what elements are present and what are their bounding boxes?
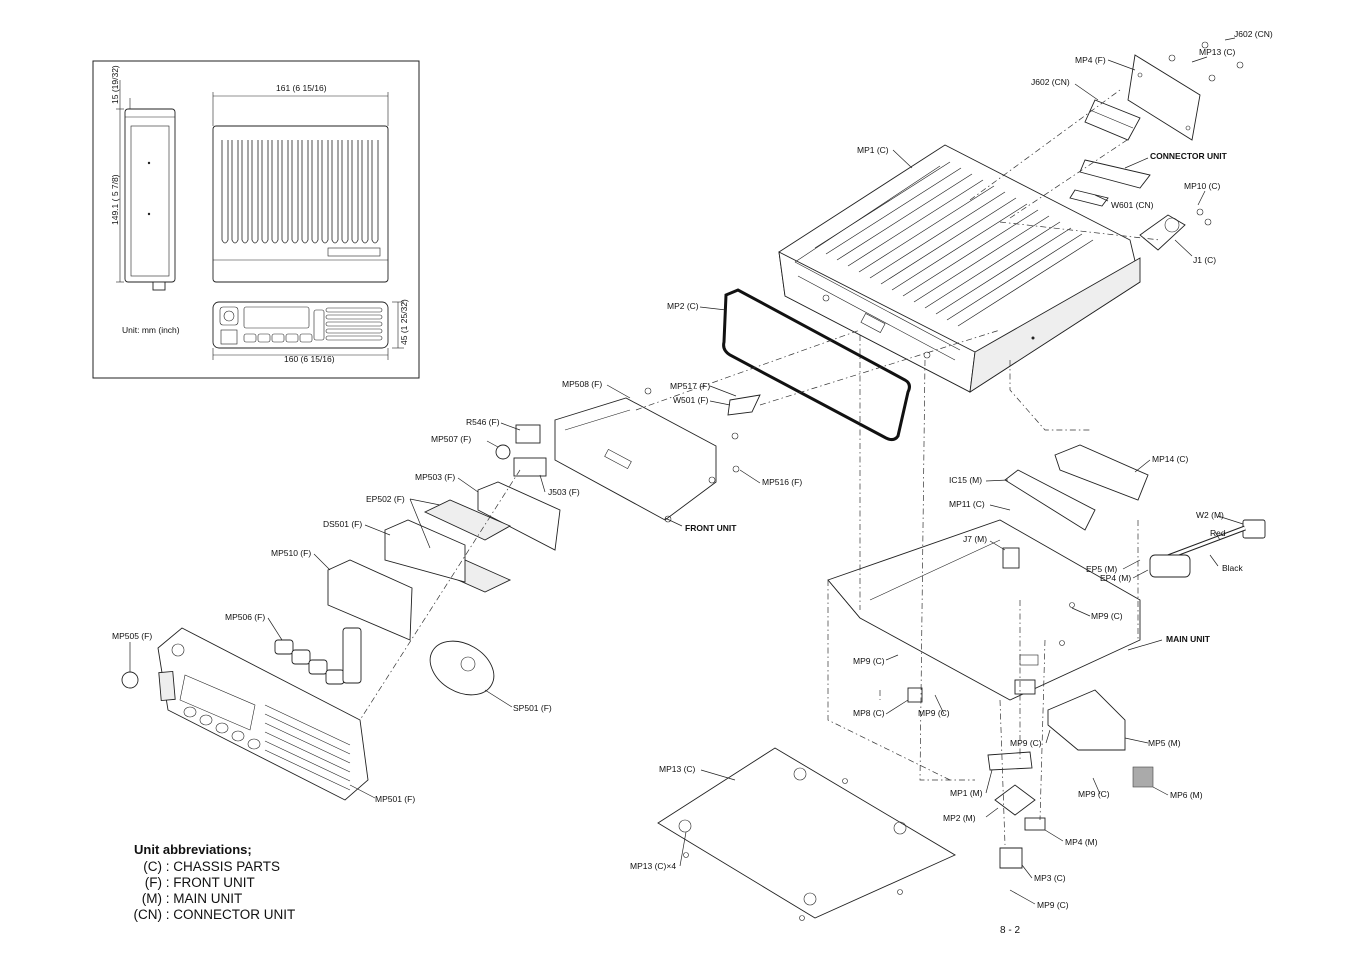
label-mp9-c-lower: MP9 (C) xyxy=(1078,789,1110,799)
label-mp9-c-left: MP9 (C) xyxy=(853,656,885,666)
mp6-pad xyxy=(1132,766,1154,788)
page-number: 8 - 2 xyxy=(1000,925,1021,936)
label-ep5-m: EP5 (M) xyxy=(1086,564,1117,574)
label-mp9-c-bottom: MP9 (C) xyxy=(1037,900,1069,910)
unit-note: Unit: mm (inch) xyxy=(122,325,180,335)
mp5-shield xyxy=(1047,689,1126,751)
mp13-bottom-cover xyxy=(657,747,956,921)
label-connector-unit: CONNECTOR UNIT xyxy=(1150,151,1228,161)
main-unit xyxy=(827,519,1141,701)
mp503-holder xyxy=(477,481,561,551)
label-mp9-c-mid: MP9 (C) xyxy=(918,708,950,718)
legend-item: (M) : MAIN UNIT xyxy=(141,891,243,906)
label-mp9-c-center: MP9 (C) xyxy=(1010,738,1042,748)
label-ep4-m: EP4 (M) xyxy=(1100,573,1131,583)
chassis-mp1 xyxy=(778,144,1141,393)
label-w501-f: W501 (F) xyxy=(673,395,709,405)
assembly-lines xyxy=(359,329,1139,846)
dimension-inset xyxy=(92,60,420,379)
label-mp508-f: MP508 (F) xyxy=(562,379,602,389)
dim-side-height: 149.1 ( 5 7/8) xyxy=(110,174,120,225)
label-mp505-f: MP505 (F) xyxy=(112,631,152,641)
label-mp13-c-x4: MP13 (C)×4 xyxy=(630,861,676,871)
label-main-unit: MAIN UNIT xyxy=(1166,634,1211,644)
mp3-c-bracket xyxy=(999,847,1023,869)
label-mp1-c: MP1 (C) xyxy=(857,145,889,155)
label-mp506-f: MP506 (F) xyxy=(225,612,265,622)
dim-side-top: 15 (19/32) xyxy=(110,65,120,104)
mp2-m-sheet xyxy=(994,784,1036,816)
ic15-heat-sink xyxy=(1004,469,1096,531)
label-j7-m: J7 (M) xyxy=(963,534,987,544)
label-front-unit: FRONT UNIT xyxy=(685,523,737,533)
label-j602-cn-top: J602 (CN) xyxy=(1234,29,1273,39)
label-w601-cn: W601 (CN) xyxy=(1111,200,1154,210)
label-mp501-f: MP501 (F) xyxy=(375,794,415,804)
label-j1-c: J1 (C) xyxy=(1193,255,1216,265)
mp4-m-block xyxy=(1024,817,1046,831)
label-mp9-c-right: MP9 (C) xyxy=(1091,611,1123,621)
mp14-bracket xyxy=(1054,444,1149,501)
label-j602-cn: J602 (CN) xyxy=(1031,77,1070,87)
label-mp14-c: MP14 (C) xyxy=(1152,454,1189,464)
dim-front-height: 45 (1 25/32) xyxy=(399,299,409,345)
label-mp13-c: MP13 (C) xyxy=(659,764,696,774)
label-mp503-f: MP503 (F) xyxy=(415,472,455,482)
dim-front-width: 160 (6 15/16) xyxy=(284,354,335,364)
label-mp1-m: MP1 (M) xyxy=(950,788,983,798)
label-mp517-f: MP517 (F) xyxy=(670,381,710,391)
legend-item: (CN) : CONNECTOR UNIT xyxy=(133,907,296,922)
label-black: Black xyxy=(1222,563,1244,573)
legend-item: (F) : FRONT UNIT xyxy=(144,875,255,890)
mp1-m-shield xyxy=(987,751,1033,771)
legend-item: (C) : CHASSIS PARTS xyxy=(143,859,281,874)
label-mp510-f: MP510 (F) xyxy=(271,548,311,558)
label-ic15-m: IC15 (M) xyxy=(949,475,982,485)
front-unit xyxy=(495,387,761,523)
label-mp5-m: MP5 (M) xyxy=(1148,738,1181,748)
label-mp516-f: MP516 (F) xyxy=(762,477,802,487)
unit-abbreviation-legend: Unit abbreviations; (C) : CHASSIS PARTS … xyxy=(118,842,296,923)
label-ds501-f: DS501 (F) xyxy=(323,519,362,529)
label-mp2-c: MP2 (C) xyxy=(667,301,699,311)
mp506-keypad xyxy=(274,627,362,685)
label-sp501-f: SP501 (F) xyxy=(513,703,552,713)
ds501-lcd xyxy=(384,519,466,583)
label-ep502-f: EP502 (F) xyxy=(366,494,405,504)
label-mp2-m: MP2 (M) xyxy=(943,813,976,823)
label-mp4-m: MP4 (M) xyxy=(1065,837,1098,847)
label-mp3-c: MP3 (C) xyxy=(1034,873,1066,883)
label-mp13-c-top: MP13 (C) xyxy=(1199,47,1236,57)
label-red: Red xyxy=(1210,528,1226,538)
mp505-knob xyxy=(121,671,139,689)
label-mp8-c: MP8 (C) xyxy=(853,708,885,718)
label-j503-f: J503 (F) xyxy=(548,487,580,497)
label-mp4-f: MP4 (F) xyxy=(1075,55,1106,65)
label-mp6-m: MP6 (M) xyxy=(1170,790,1203,800)
mp501-front-panel xyxy=(157,627,369,801)
mp510-bezel xyxy=(327,559,413,641)
label-w2-m: W2 (M) xyxy=(1196,510,1224,520)
dim-top-width: 161 (6 15/16) xyxy=(276,83,327,93)
mp8-c-clip xyxy=(907,687,923,703)
w2-power-cord xyxy=(1149,519,1266,578)
label-mp10-c: MP10 (C) xyxy=(1184,181,1221,191)
ep502-rubber xyxy=(423,499,512,541)
legend-title: Unit abbreviations; xyxy=(134,842,252,857)
connector-unit xyxy=(969,41,1244,251)
label-mp11-c: MP11 (C) xyxy=(949,499,985,509)
label-r546-f: R546 (F) xyxy=(466,417,500,427)
label-mp507-f: MP507 (F) xyxy=(431,434,471,444)
mp2-gasket xyxy=(722,288,911,442)
leader-lines xyxy=(129,37,1244,905)
